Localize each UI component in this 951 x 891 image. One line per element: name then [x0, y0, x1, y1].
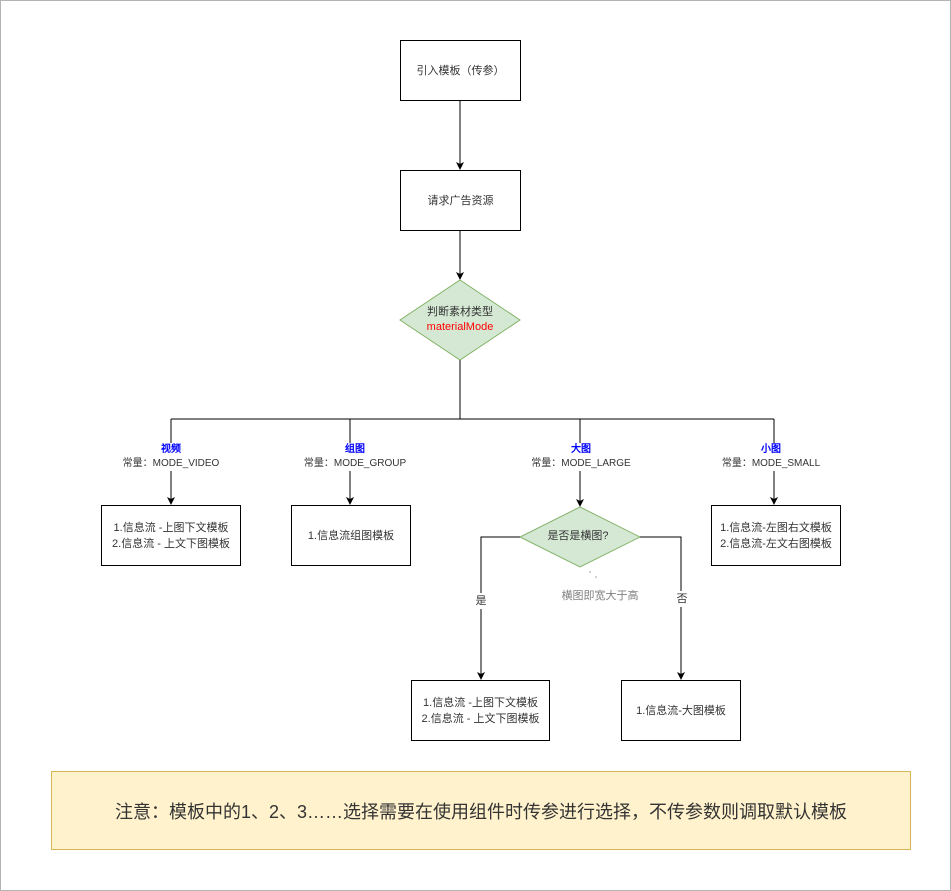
- note-box: 注意：模板中的1、2、3……选择需要在使用组件时传参进行选择，不传参数则调取默认…: [51, 771, 911, 850]
- is-landscape-diamond: [518, 506, 642, 568]
- import-template-label: 引入模板（传参）: [416, 64, 505, 77]
- branch-label-small: 小图 常量：MODE_SMALL: [721, 443, 821, 471]
- group-templates-node: 1.信息流组图模板: [291, 505, 411, 566]
- branch-category-group: 组图: [344, 444, 365, 455]
- branch-constant-large: 常量：MODE_LARGE: [531, 458, 631, 469]
- yes-edge-label: 是: [475, 593, 487, 609]
- landscape-no-templates-node: 1.信息流-大图模板: [621, 680, 741, 741]
- landscape-hint: 横图即宽大于高: [561, 590, 639, 602]
- request-ad-label: 请求广告资源: [427, 194, 494, 207]
- hint-anchor-dot: [589, 571, 591, 573]
- video-templates-node: 1.信息流 -上图下文模板 2.信息流 - 上文下图模板: [101, 505, 241, 566]
- template-item: 2.信息流-左文右图模板: [720, 537, 832, 550]
- branch-constant-video: 常量：MODE_VIDEO: [122, 458, 220, 469]
- judge-type-param: materialMode: [426, 321, 494, 333]
- template-item: 1.信息流-大图模板: [636, 704, 726, 717]
- is-landscape-text: 是否是横图?: [547, 530, 609, 542]
- template-item: 2.信息流 - 上文下图模板: [421, 712, 540, 725]
- note-text: 注意：模板中的1、2、3……选择需要在使用组件时传参进行选择，不传参数则调取默认…: [114, 801, 848, 822]
- edge-landscape-no: [640, 536, 685, 680]
- is-landscape-label: 是否是横图?: [547, 529, 608, 544]
- landscape-yes-templates-node: 1.信息流 -上图下文模板 2.信息流 - 上文下图模板: [411, 680, 550, 741]
- import-template-node: 引入模板（传参）: [400, 40, 521, 101]
- hint-anchor-dot: [595, 576, 597, 578]
- template-item: 1.信息流 -上图下文模板: [423, 696, 538, 709]
- no-edge-label: 否: [676, 591, 688, 607]
- edge-landscape-yes: [477, 536, 520, 680]
- branch-category-video: 视频: [161, 444, 181, 455]
- branch-category-small: 小图: [760, 444, 781, 455]
- judge-type-title: 判断素材类型: [426, 306, 493, 318]
- branch-label-video: 视频 常量：MODE_VIDEO: [122, 443, 220, 471]
- branch-constant-group: 常量：MODE_GROUP: [303, 458, 407, 469]
- branch-label-group: 组图 常量：MODE_GROUP: [303, 443, 407, 471]
- branch-label-large: 大图 常量：MODE_LARGE: [531, 443, 631, 471]
- judge-type-label: 判断素材类型 materialMode: [427, 305, 494, 335]
- request-ad-node: 请求广告资源: [400, 170, 521, 231]
- small-templates-node: 1.信息流-左图右文模板 2.信息流-左文右图模板: [711, 505, 841, 566]
- template-item: 2.信息流 - 上文下图模板: [112, 537, 230, 550]
- branch-category-large: 大图: [571, 444, 591, 455]
- template-item: 1.信息流组图模板: [307, 529, 395, 542]
- branch-constant-small: 常量：MODE_SMALL: [721, 458, 821, 469]
- template-item: 1.信息流 -上图下文模板: [113, 521, 229, 534]
- template-item: 1.信息流-左图右文模板: [720, 521, 832, 534]
